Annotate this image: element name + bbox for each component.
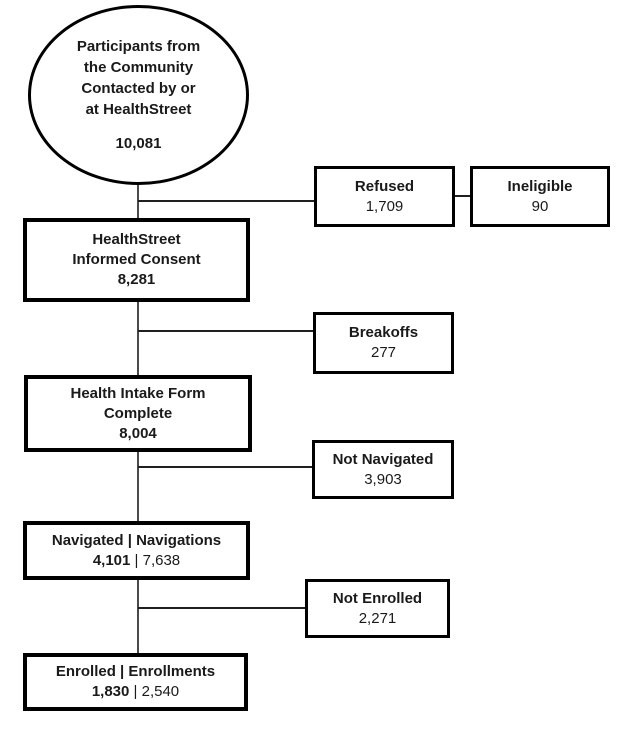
node-label-line: at HealthStreet — [85, 101, 192, 118]
node-value-primary: 1,830 — [91, 683, 130, 700]
node-label: Refused — [354, 177, 415, 195]
node-label: Not Navigated — [332, 450, 434, 468]
node-refused: Refused 1,709 — [314, 166, 455, 227]
node-label: Ineligible — [507, 177, 573, 195]
node-value-primary: 4,101 — [92, 551, 131, 569]
connector-refused-to-ineligible — [454, 195, 470, 197]
node-value: 90 — [531, 197, 549, 215]
node-value: 3,903 — [364, 470, 402, 488]
node-enrolled: Enrolled | Enrollments 1,830 | 2,540 — [23, 653, 248, 711]
node-value: 1,709 — [365, 197, 404, 215]
connector-intake-to-navigated — [137, 451, 139, 521]
node-value-secondary: | 2,540 — [133, 683, 180, 700]
connector-navigated-to-enrolled — [137, 580, 139, 653]
node-value-secondary: | 7,638 — [134, 551, 181, 569]
node-label-line: HealthStreet — [92, 231, 181, 248]
node-value: 277 — [370, 344, 397, 361]
connector-branch-not-navigated — [138, 466, 312, 468]
node-value: 8,004 — [119, 424, 157, 442]
node-ineligible: Ineligible 90 — [470, 166, 610, 227]
connector-consent-to-intake — [137, 302, 139, 375]
node-value: 8,281 — [117, 271, 156, 288]
node-participants-ellipse: Participants from the Community Contacte… — [28, 5, 249, 185]
node-label-line: Participants from — [76, 38, 201, 55]
node-navigated: Navigated | Navigations 4,101 | 7,638 — [23, 521, 250, 580]
node-label-line: Complete — [103, 404, 173, 422]
node-label-line: the Community — [83, 59, 194, 76]
node-informed-consent: HealthStreet Informed Consent 8,281 — [23, 218, 250, 302]
connector-branch-not-enrolled — [138, 607, 305, 609]
node-label: Navigated | Navigations — [51, 531, 222, 549]
node-value: 4,101 | 7,638 — [93, 551, 180, 571]
node-intake-complete: Health Intake Form Complete 8,004 — [24, 375, 252, 452]
node-label: Enrolled | Enrollments — [55, 663, 216, 680]
node-label-line: Informed Consent — [72, 251, 201, 268]
node-label-line: Health Intake Form — [70, 384, 206, 402]
node-value: 1,830 | 2,540 — [92, 682, 179, 702]
node-label: Breakoffs — [348, 324, 419, 341]
node-not-navigated: Not Navigated 3,903 — [312, 440, 454, 499]
node-label-line: Contacted by or — [81, 80, 196, 97]
node-value: 2,271 — [358, 609, 397, 627]
node-not-enrolled: Not Enrolled 2,271 — [305, 579, 450, 638]
node-value: 10,081 — [115, 135, 162, 152]
node-label: Not Enrolled — [332, 589, 423, 607]
connector-branch-refused — [138, 200, 314, 202]
node-breakoffs: Breakoffs 277 — [313, 312, 454, 374]
connector-branch-breakoffs — [138, 330, 313, 332]
